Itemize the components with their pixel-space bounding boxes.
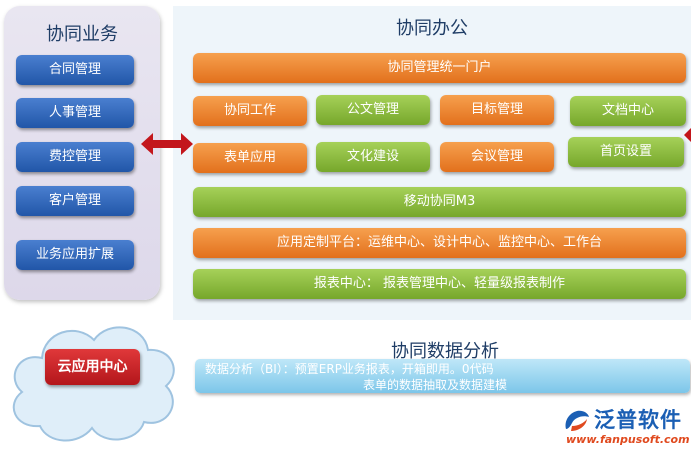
fanpu-logo-icon	[565, 410, 589, 431]
brand-logo-text: 泛普软件	[594, 408, 682, 432]
business-panel-title: 协同业务	[46, 24, 118, 45]
brand-url[interactable]: www.fanpusoft.com	[566, 433, 690, 446]
culture-building-button[interactable]: 文化建设	[316, 142, 430, 172]
report-center-button[interactable]: 报表中心： 报表管理中心、轻量级报表制作	[193, 269, 686, 299]
office-panel-title: 协同办公	[396, 18, 468, 39]
business-app-extension-button[interactable]: 业务应用扩展	[16, 240, 134, 270]
analysis-title: 协同数据分析	[391, 341, 499, 362]
arrow-left-icon	[684, 128, 691, 142]
analysis-line-1: 数据分析（BI）：预置ERP业务报表，开箱即用。0代码	[205, 362, 494, 376]
cloud-app-center-button[interactable]: 云应用中心	[45, 349, 140, 385]
homepage-settings-button[interactable]: 首页设置	[568, 137, 684, 167]
app-platform-button[interactable]: 应用定制平台：运维中心、设计中心、监控中心、工作台	[193, 228, 686, 258]
contract-management-button[interactable]: 合同管理	[16, 55, 134, 85]
unified-portal-button[interactable]: 协同管理统一门户	[193, 53, 686, 83]
mobile-m3-button[interactable]: 移动协同M3	[193, 187, 686, 217]
collab-work-button[interactable]: 协同工作	[193, 96, 307, 126]
meeting-mgmt-button[interactable]: 会议管理	[440, 142, 554, 172]
customer-management-button[interactable]: 客户管理	[16, 186, 134, 216]
goal-mgmt-button[interactable]: 目标管理	[440, 95, 554, 125]
double-arrow-icon	[141, 133, 193, 155]
analysis-line-2: 表单的数据抽取及数据建模	[363, 378, 508, 392]
hr-management-button[interactable]: 人事管理	[16, 98, 134, 128]
expense-control-button[interactable]: 费控管理	[16, 142, 134, 172]
form-app-button[interactable]: 表单应用	[193, 143, 307, 173]
document-mgmt-button[interactable]: 公文管理	[316, 95, 430, 125]
data-analysis-box[interactable]: 数据分析（BI）：预置ERP业务报表，开箱即用。0代码 表单的数据抽取及数据建模	[195, 359, 690, 393]
doc-center-button[interactable]: 文档中心	[570, 96, 686, 126]
